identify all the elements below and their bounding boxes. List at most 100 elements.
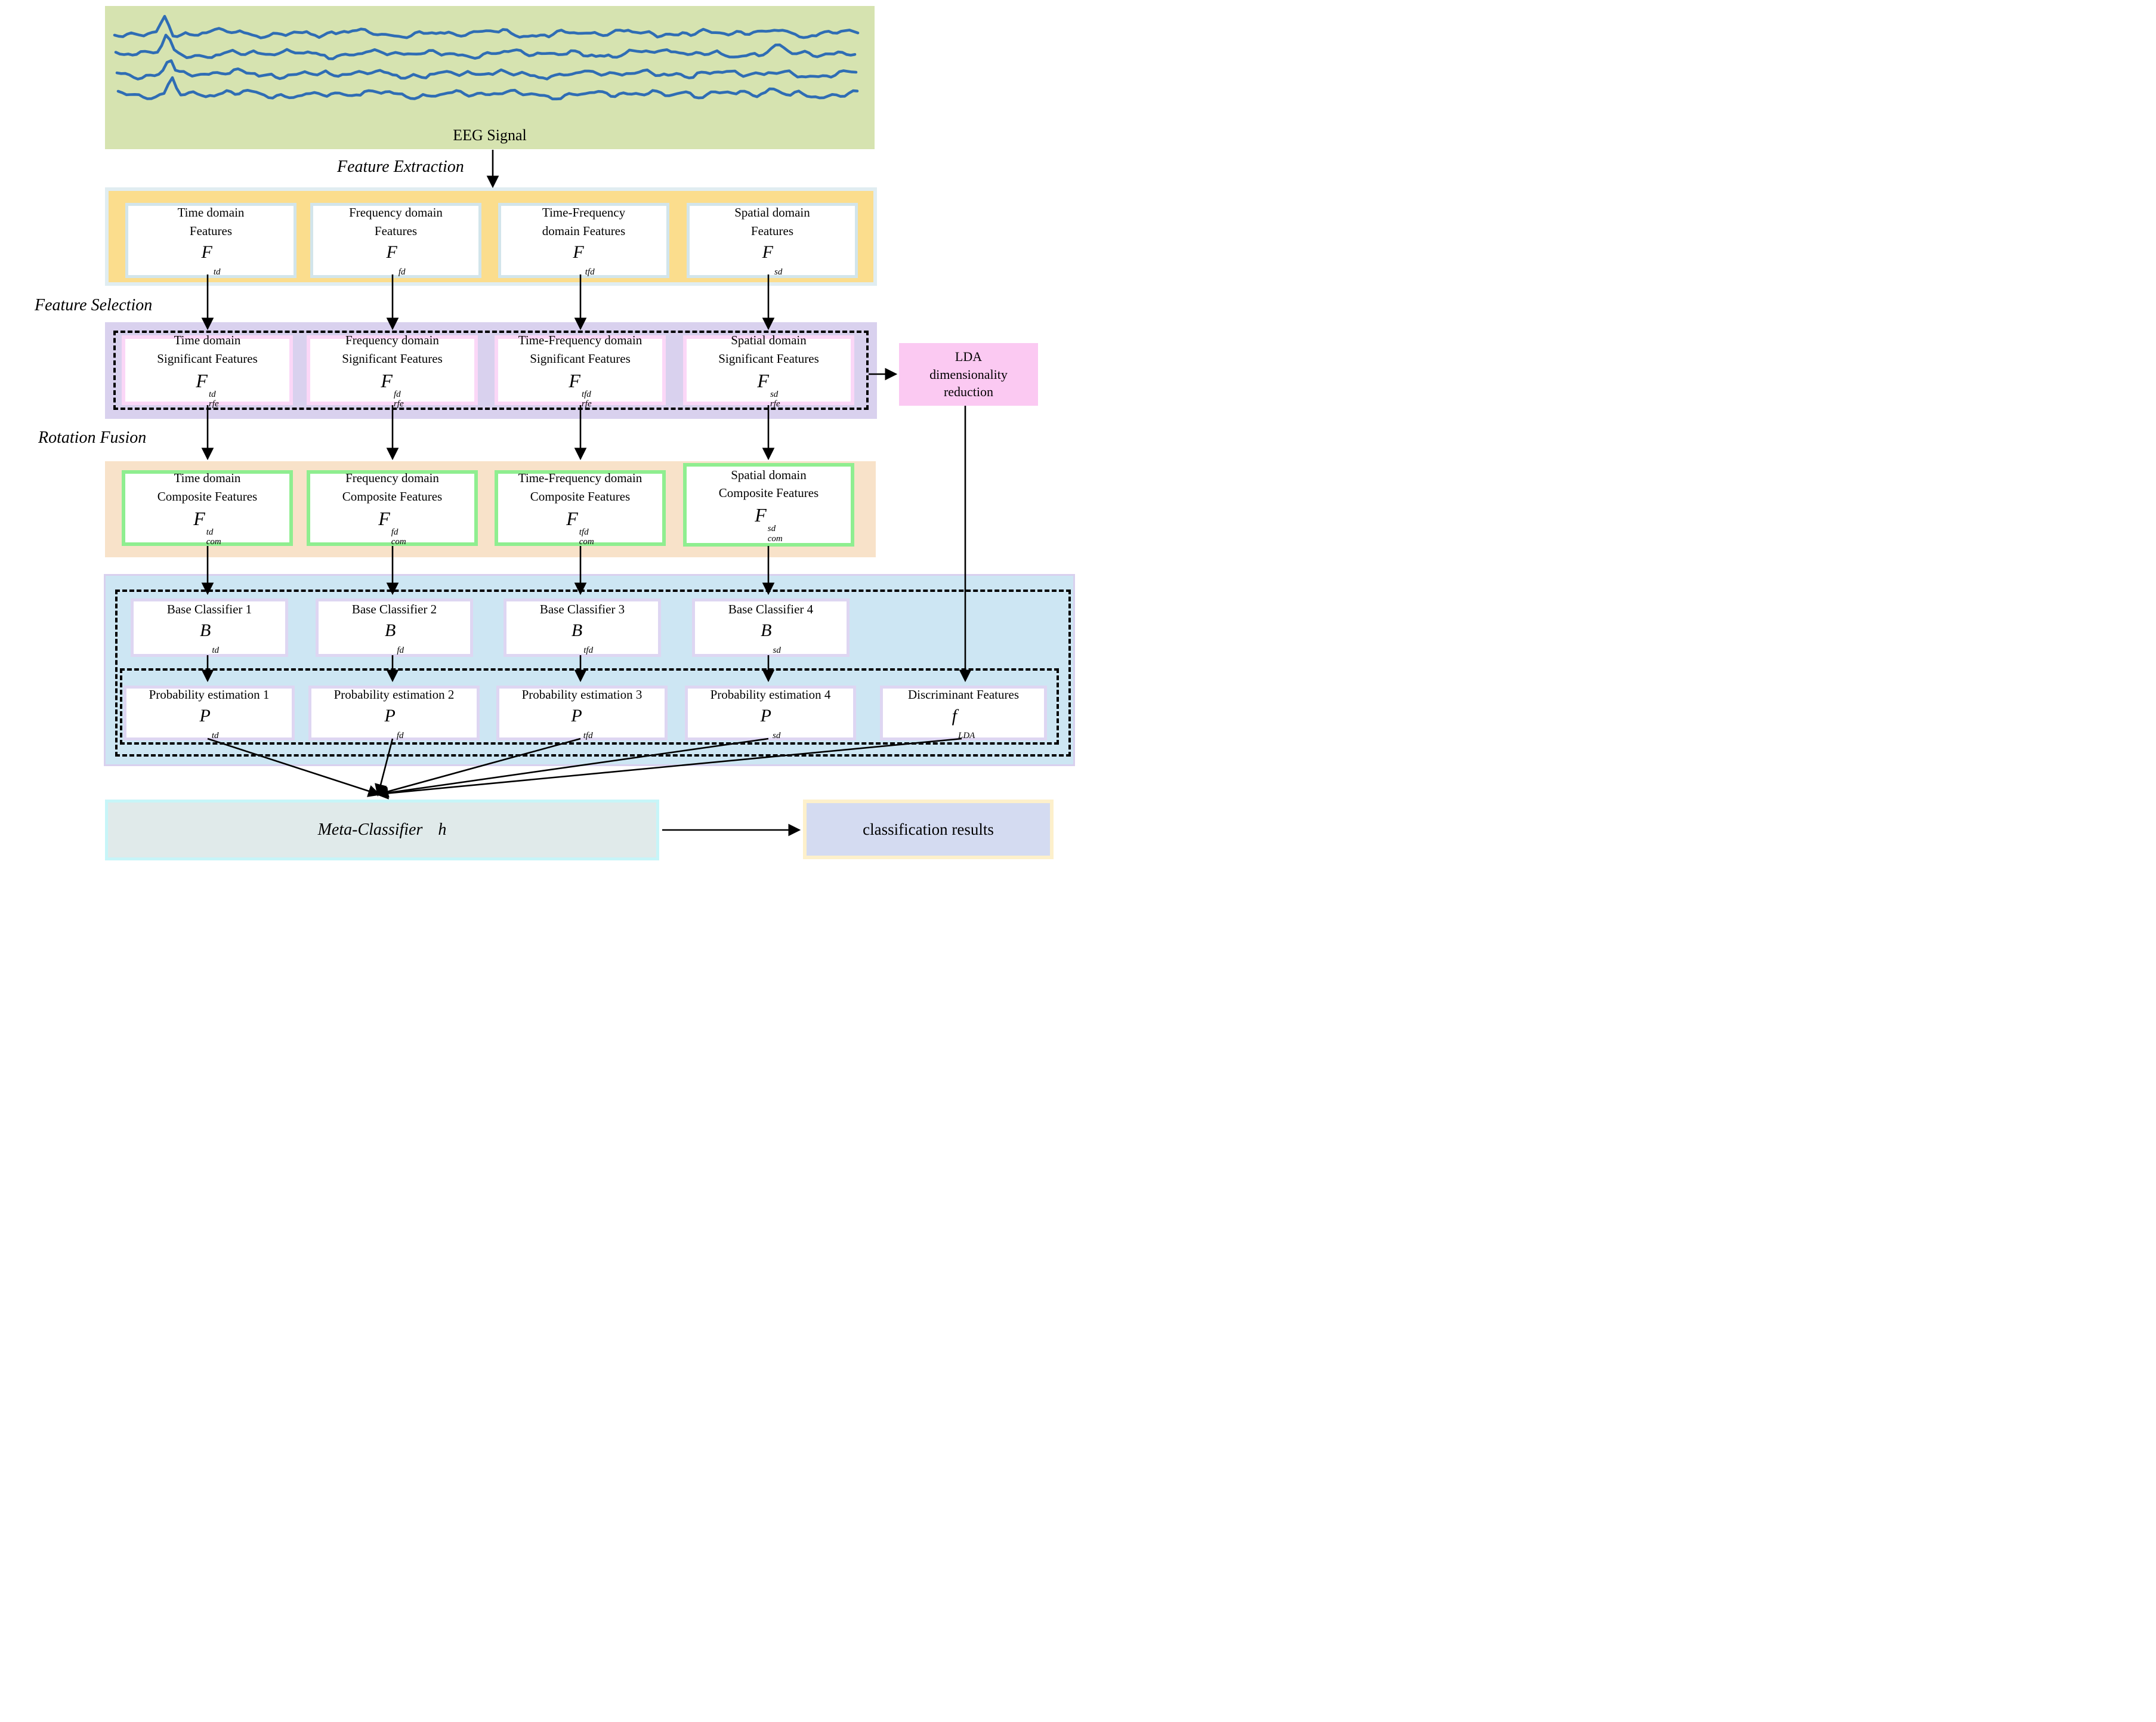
math-symbol: P — [199, 705, 211, 726]
box-title-line: Spatial domain — [734, 205, 810, 220]
box-title-line: Frequency domain — [345, 471, 439, 486]
math-symbol: B — [571, 620, 583, 640]
math-symbol: F — [201, 242, 212, 263]
math-symbol: P — [384, 705, 396, 726]
math-symbol: f — [952, 705, 957, 726]
math-subscript: tfd — [583, 730, 593, 740]
math-subscript: fd — [397, 645, 404, 655]
box-title-line: domain Features — [542, 223, 626, 238]
math-subscript: com — [206, 537, 221, 547]
math-symbol: P — [571, 705, 582, 726]
math-symbol: F — [381, 369, 393, 391]
box-title-line: Frequency domain — [349, 205, 443, 220]
box-title-line: Time domain — [174, 471, 241, 486]
box-title-line: Significant Features — [157, 351, 258, 366]
rotation-fusion-label: Rotation Fusion — [38, 428, 147, 447]
math-subscript: sd — [772, 730, 781, 740]
box-title-line: Composite Features — [157, 489, 258, 504]
lda-line: LDA — [955, 348, 983, 364]
box-title-line: Probability estimation 4 — [710, 687, 831, 702]
math-symbol: F — [378, 507, 390, 529]
math-superscript: sd — [767, 524, 776, 534]
math-symbol: F — [757, 369, 769, 391]
math-subscript: rfe — [581, 399, 592, 409]
math-subscript: fd — [396, 730, 404, 740]
feature-selection-dashed-border — [113, 331, 869, 410]
math-subscript: td — [211, 730, 219, 740]
box-title-line: Composite Features — [718, 486, 819, 500]
box-title-line: Significant Features — [718, 351, 819, 366]
math-superscript: td — [208, 389, 216, 399]
math-subscript: td — [213, 267, 221, 277]
math-subscript: rfe — [393, 399, 404, 409]
box-title-line: Spatial domain — [731, 333, 807, 348]
math-symbol: F — [755, 504, 767, 526]
meta-classifier-symbol: h — [438, 820, 447, 839]
box-title-line: Features — [189, 223, 233, 238]
box-title-line: Composite Features — [342, 489, 443, 504]
lda-line: dimensionality — [929, 366, 1008, 382]
math-symbol: F — [196, 369, 208, 391]
math-symbol: B — [761, 620, 772, 640]
math-subscript: rfe — [770, 399, 780, 409]
math-superscript: fd — [391, 527, 399, 537]
math-symbol: B — [385, 620, 396, 640]
math-symbol: F — [386, 242, 397, 263]
math-superscript: tfd — [579, 527, 589, 537]
math-subscript: LDA — [958, 730, 975, 740]
box-title-line: Spatial domain — [731, 467, 807, 482]
eeg-signal-label: EEG Signal — [453, 126, 527, 144]
math-symbol: B — [200, 620, 211, 640]
math-symbol: F — [193, 507, 205, 529]
box-title-line: Significant Features — [530, 351, 631, 366]
math-symbol: F — [569, 369, 580, 391]
eeg-waveforms — [113, 15, 860, 101]
box-title-line: Base Classifier 2 — [351, 601, 437, 616]
math-subscript: sd — [774, 267, 783, 277]
eeg-ensemble-diagram: EEG Signal Feature Extraction Feature Se… — [0, 0, 1078, 861]
math-subscript: fd — [398, 267, 406, 277]
box-title-line: Probability estimation 3 — [521, 687, 643, 702]
lda-box: LDA dimensionality reduction — [899, 343, 1038, 406]
math-subscript: tfd — [585, 267, 595, 277]
box-title-line: Time domain — [174, 333, 241, 348]
box-title-line: Base Classifier 1 — [166, 601, 252, 616]
math-superscript: tfd — [581, 389, 591, 399]
math-subscript: com — [391, 537, 406, 547]
feature-extraction-label: Feature Extraction — [337, 158, 464, 176]
math-subscript: td — [212, 645, 219, 655]
math-subscript: tfd — [583, 645, 594, 655]
box-title-line: Probability estimation 1 — [149, 687, 270, 702]
math-subscript: rfe — [208, 399, 219, 409]
math-symbol: F — [573, 242, 584, 263]
math-symbol: F — [762, 242, 773, 263]
box-title-line: Time-Frequency domain — [518, 471, 643, 486]
box-title-line: Time-Frequency — [542, 205, 626, 220]
box-title-line: Features — [374, 223, 418, 238]
box-title-line: Significant Features — [342, 351, 443, 366]
box-title-line: Base Classifier 4 — [728, 601, 814, 616]
